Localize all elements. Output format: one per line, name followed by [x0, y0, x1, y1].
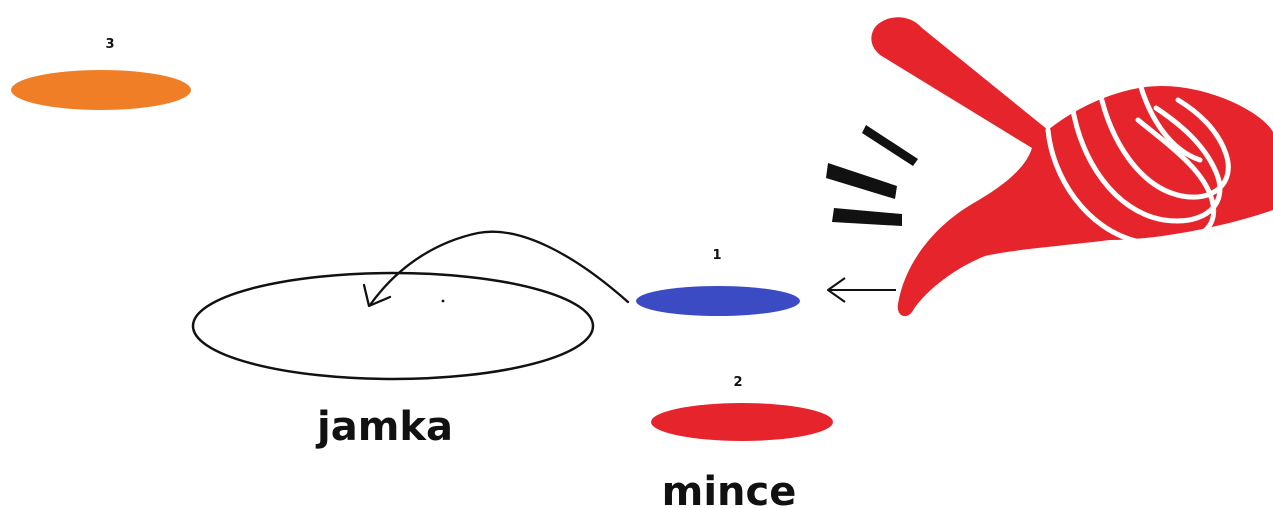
flicking-hand-icon	[871, 17, 1273, 317]
coins-label: mince	[662, 469, 797, 508]
left-arrow-icon	[827, 277, 896, 303]
coin-3	[11, 70, 191, 110]
coin-3-label: 3	[105, 37, 114, 52]
motion-lines-icon	[826, 125, 918, 226]
coin-2	[651, 403, 833, 441]
coin-1	[636, 286, 800, 316]
coin-2-label: 2	[733, 375, 742, 390]
hole-dot	[441, 299, 445, 303]
hole-outline	[191, 271, 595, 381]
trajectory-arrow	[368, 230, 630, 307]
hole-label: jamka	[315, 404, 453, 450]
trajectory-arrowhead	[362, 283, 392, 308]
coin-1-label: 1	[712, 248, 721, 263]
